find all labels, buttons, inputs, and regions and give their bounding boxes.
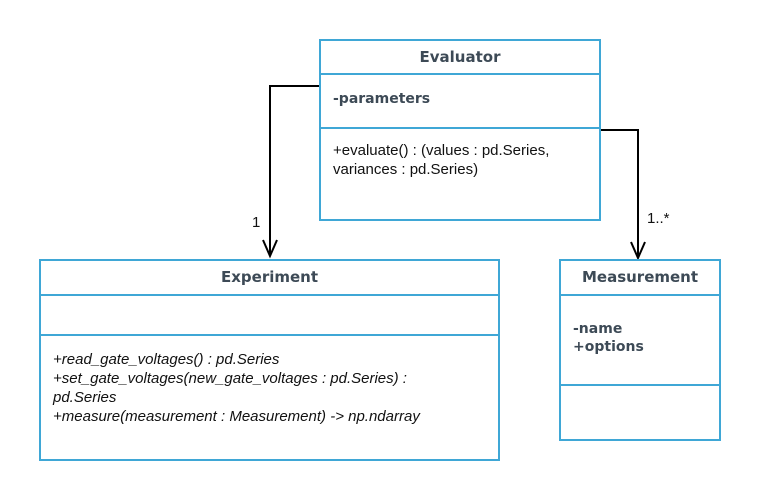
association-line-evaluator-measurement [600,129,639,256]
operation-evaluate: +evaluate() : (values : pd.Series, [333,142,550,159]
class-title-experiment: Experiment [41,261,498,296]
class-operations-experiment: +read_gate_voltages() : pd.Series +set_g… [41,336,498,426]
class-measurement[interactable]: Measurement -name +options [559,259,721,441]
class-experiment[interactable]: Experiment +read_gate_voltages() : pd.Se… [39,259,500,461]
association-line-evaluator-experiment [269,85,320,254]
class-evaluator[interactable]: Evaluator -parameters +evaluate() : (val… [319,39,601,221]
operation-set-gate-voltages: +set_gate_voltages(new_gate_voltages : p… [53,370,407,387]
class-attributes-experiment [41,296,498,336]
operation-evaluate-cont: variances : pd.Series) [333,161,479,178]
attribute-parameters: -parameters [333,91,431,107]
class-operations-evaluator: +evaluate() : (values : pd.Series, varia… [321,129,599,179]
operation-set-gate-voltages-cont: pd.Series [53,389,117,406]
multiplicity-experiment: 1 [252,214,261,231]
class-attributes-evaluator: -parameters [321,75,599,129]
multiplicity-measurement: 1..* [647,210,670,227]
attribute-options: +options [573,339,644,355]
class-attributes-measurement: -name +options [561,296,719,386]
operation-read-gate-voltages: +read_gate_voltages() : pd.Series [53,351,280,368]
attribute-name: -name [573,321,623,337]
arrowhead-measurement [630,241,646,261]
operation-measure: +measure(measurement : Measurement) -> n… [53,408,420,425]
arrowhead-experiment [262,239,278,259]
class-title-evaluator: Evaluator [321,41,599,75]
class-title-measurement: Measurement [561,261,719,296]
